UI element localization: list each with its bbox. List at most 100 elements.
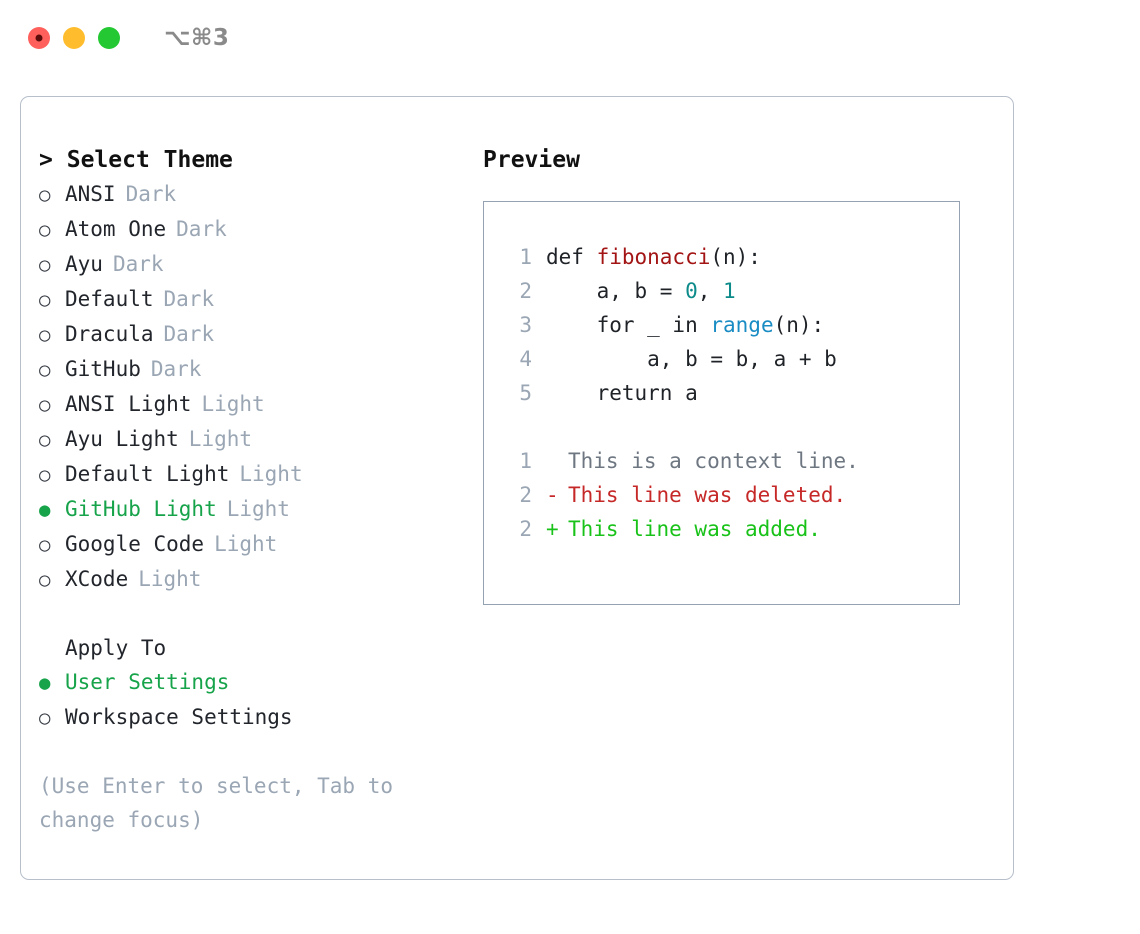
radio-unselected-icon: ○ <box>39 324 51 346</box>
minimize-button[interactable] <box>63 27 85 49</box>
diff-marker-icon <box>546 444 568 478</box>
prompt-caret-icon: > <box>39 147 53 173</box>
theme-variant-tag: Dark <box>150 357 202 381</box>
code-line: 4 a, b = b, a + b <box>502 342 959 376</box>
code-line: 1 def fibonacci(n): <box>502 240 959 274</box>
theme-option-github[interactable]: ○ GitHub Dark <box>39 352 483 387</box>
radio-unselected-icon: ○ <box>39 394 51 416</box>
theme-variant-tag: Dark <box>163 322 215 346</box>
code-token-plain: a, b = b, a + b <box>546 347 837 371</box>
theme-option-label: Ayu <box>65 252 103 276</box>
diff-line-number: 2 <box>519 483 532 507</box>
code-token-num: 1 <box>723 279 736 303</box>
code-diff-spacer <box>502 410 959 444</box>
code-token-plain: return a <box>546 381 698 405</box>
code-token-num: 0 <box>685 279 698 303</box>
code-line-text: for _ in range(n): <box>546 308 825 342</box>
code-token-call: range <box>710 313 774 337</box>
radio-unselected-icon: ○ <box>39 464 51 486</box>
diff-marker-icon: - <box>546 483 559 507</box>
apply-to-option-user-settings[interactable]: ● User Settings <box>39 665 483 700</box>
theme-option-label: Dracula <box>65 322 154 346</box>
theme-option-label: Google Code <box>65 532 205 556</box>
radio-selected-icon: ● <box>39 672 51 694</box>
theme-option-default[interactable]: ○ Default Dark <box>39 282 483 317</box>
radio-unselected-icon: ○ <box>39 429 51 451</box>
theme-option-ayu-light[interactable]: ○ Ayu Light Light <box>39 422 483 457</box>
section-spacer <box>39 597 483 631</box>
code-line-text: a, b = b, a + b <box>546 342 837 376</box>
radio-unselected-icon: ○ <box>39 254 51 276</box>
radio-unselected-icon: ○ <box>39 184 51 206</box>
theme-option-label: Atom One <box>65 217 167 241</box>
apply-to-option-label: User Settings <box>65 670 230 694</box>
theme-option-label: ANSI <box>65 182 116 206</box>
code-line-number: 1 <box>519 245 532 269</box>
code-token-plain: a, b = <box>546 279 686 303</box>
theme-variant-tag: Dark <box>163 287 215 311</box>
theme-variant-tag: Light <box>226 497 290 521</box>
code-line-text: def fibonacci(n): <box>546 240 761 274</box>
code-token-plain: (n): <box>773 313 825 337</box>
diff-line-text: This line was deleted. <box>568 483 847 507</box>
code-line-text: a, b = 0, 1 <box>546 274 736 308</box>
theme-option-ansi[interactable]: ○ ANSI Dark <box>39 177 483 212</box>
theme-option-label: GitHub <box>65 357 141 381</box>
apply-to-option-list[interactable]: ● User Settings ○Workspace Settings <box>39 665 483 735</box>
code-line-number: 5 <box>519 381 532 405</box>
code-line-text: return a <box>546 376 698 410</box>
page-title: > Select Theme <box>39 143 483 177</box>
code-token-plain: , <box>697 279 724 303</box>
theme-variant-tag: Dark <box>125 182 177 206</box>
keyboard-hint-text: (Use Enter to select, Tab to change focu… <box>39 774 394 832</box>
theme-option-dracula[interactable]: ○ Dracula Dark <box>39 317 483 352</box>
theme-option-label: Default <box>65 287 154 311</box>
code-line: 3 for _ in range(n): <box>502 308 959 342</box>
theme-option-label: ANSI Light <box>65 392 192 416</box>
diff-line-text: This is a context line. <box>568 449 859 473</box>
diff-line-text: This line was added. <box>568 517 821 541</box>
theme-option-label: Default Light <box>65 462 230 486</box>
theme-variant-tag: Dark <box>112 252 164 276</box>
code-line-number: 3 <box>519 313 532 337</box>
keyboard-shortcut-label: ⌥⌘3 <box>164 25 230 51</box>
code-line: 2 a, b = 0, 1 <box>502 274 959 308</box>
diff-line-context: 1 This is a context line. <box>502 444 959 478</box>
window-controls <box>28 27 120 49</box>
theme-option-label: Ayu Light <box>65 427 179 451</box>
code-line: 5 return a <box>502 376 959 410</box>
apply-to-option-workspace-settings[interactable]: ○Workspace Settings <box>39 700 483 735</box>
theme-option-ayu[interactable]: ○ Ayu Dark <box>39 247 483 282</box>
diff-sample: 1 This is a context line. 2-This line was… <box>502 444 959 546</box>
code-token-plain: (n): <box>710 245 761 269</box>
theme-variant-tag: Light <box>188 427 253 451</box>
theme-option-default-light[interactable]: ○ Default Light Light <box>39 457 483 492</box>
radio-unselected-icon: ○ <box>39 569 51 591</box>
radio-unselected-icon: ○ <box>39 359 51 381</box>
diff-marker-icon: + <box>546 517 559 541</box>
code-token-plain: for _ in <box>546 313 711 337</box>
diff-line-add: 2+This line was added. <box>502 512 959 546</box>
page-title-text: Select Theme <box>66 147 233 173</box>
close-button[interactable] <box>28 27 50 49</box>
maximize-button[interactable] <box>98 27 120 49</box>
theme-variant-tag: Light <box>138 567 202 591</box>
code-token-kw: def <box>546 245 597 269</box>
apply-to-option-label: Workspace Settings <box>65 705 293 729</box>
apply-to-header: Apply To <box>65 636 167 660</box>
theme-variant-tag: Light <box>239 462 303 486</box>
radio-unselected-icon: ○ <box>39 289 51 311</box>
code-line-number: 4 <box>519 347 532 371</box>
